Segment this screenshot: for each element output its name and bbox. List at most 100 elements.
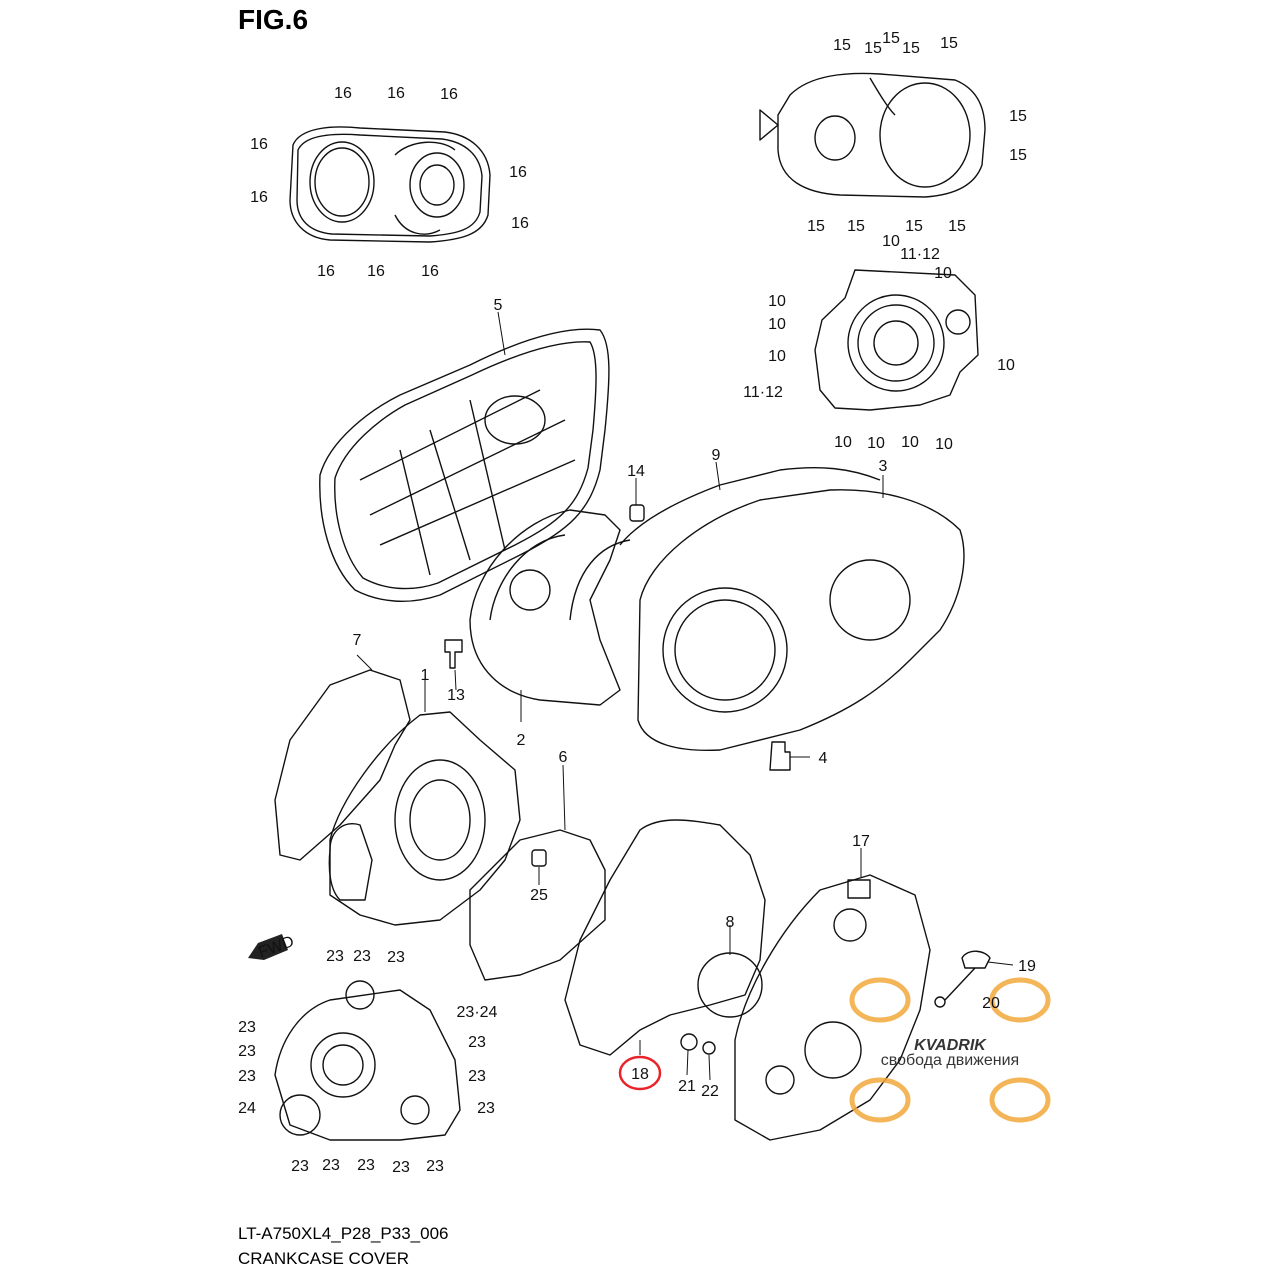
callout-5: 5: [494, 297, 503, 314]
callout-15: 15: [905, 218, 923, 235]
inner-cvt-housing: [469, 509, 621, 706]
figure-title: FIG.6: [238, 4, 309, 35]
callout-25: 25: [530, 887, 548, 904]
highlight-ellipse-18: [618, 1055, 662, 1091]
magneto-cover-outline: [814, 269, 979, 411]
callout-10: 10: [935, 436, 953, 453]
figure-name: CRANKCASE COVER: [238, 1249, 409, 1268]
watermark-tagline: свобода движения: [881, 1052, 1019, 1069]
callout-15: 15: [807, 218, 825, 235]
model-code: LT-A750XL4_P28_P33_006: [238, 1224, 449, 1243]
callout-16: 16: [511, 215, 529, 232]
callout-16: 16: [250, 189, 268, 206]
callout-15: 15: [847, 218, 865, 235]
callout-3: 3: [879, 458, 888, 475]
callout-4: 4: [819, 750, 828, 767]
callout-23: 23: [392, 1159, 410, 1176]
callout-10: 10: [768, 348, 786, 365]
right-crankcase-cover-17: [734, 874, 931, 1141]
cvt-outer-cover: [319, 328, 610, 603]
callout-23: 23: [322, 1157, 340, 1174]
dowel-pin-14: [629, 504, 645, 522]
callout-7: 7: [353, 632, 362, 649]
o-ring-22: [702, 1041, 716, 1055]
callout-15: 15: [902, 40, 920, 57]
callout-16: 16: [440, 86, 458, 103]
callout-9: 9: [712, 447, 721, 464]
callout-16: 16: [509, 164, 527, 181]
bolt-13: [444, 639, 463, 669]
watermark-wheel-tl: [849, 977, 911, 1023]
oil-dipstick-19: [944, 950, 991, 1001]
callout-10: 10: [901, 434, 919, 451]
callout-15: 15: [1009, 108, 1027, 125]
callout-8: 8: [726, 914, 735, 931]
gasket-18: [564, 819, 766, 1056]
callout-10: 10: [768, 316, 786, 333]
callout-labels: 16 16 16 16 16 16 16 16 16 16 15 15 15 1…: [238, 30, 1036, 1176]
callout-10: 10: [997, 357, 1015, 374]
generator-cover-23: [274, 980, 461, 1141]
callout-10: 10: [882, 233, 900, 250]
plug-21: [680, 1033, 698, 1051]
watermark-wheel-tr: [989, 977, 1051, 1023]
callout-21: 21: [678, 1078, 696, 1095]
callout-23: 23: [468, 1068, 486, 1085]
callout-10: 10: [867, 435, 885, 452]
callout-20: 20: [982, 995, 1000, 1012]
callout-23: 23: [238, 1043, 256, 1060]
callout-17: 17: [852, 833, 870, 850]
kvadrik-watermark: KVADRIK свобода движения: [849, 977, 1051, 1123]
callout-1: 1: [421, 667, 430, 684]
callout-16: 16: [421, 263, 439, 280]
callout-15: 15: [833, 37, 851, 54]
callout-6: 6: [559, 749, 568, 766]
callout-23: 23: [426, 1158, 444, 1175]
callout-19: 19: [1018, 958, 1036, 975]
callout-23: 23: [468, 1034, 486, 1051]
callout-15: 15: [882, 30, 900, 47]
callout-11-12: 11·12: [900, 246, 940, 263]
gasket-6: [469, 829, 606, 981]
crankcase-cover-3: [569, 467, 965, 752]
callout-2: 2: [517, 732, 526, 749]
callout-23: 23: [326, 948, 344, 965]
callout-24: 24: [238, 1100, 256, 1117]
callout-16: 16: [250, 136, 268, 153]
callout-15: 15: [940, 35, 958, 52]
callout-15: 15: [1009, 147, 1027, 164]
watermark-brand: KVADRIK: [914, 1037, 987, 1054]
callout-10: 10: [934, 265, 952, 282]
dowel-pin-25: [531, 849, 547, 867]
callout-18: 18: [631, 1066, 649, 1083]
callout-22: 22: [701, 1083, 719, 1100]
o-ring-20: [934, 996, 946, 1008]
callout-23: 23: [357, 1157, 375, 1174]
generator-cover-outline: [759, 72, 986, 198]
callout-11-12: 11·12: [743, 384, 783, 401]
watermark-wheel-bl: [849, 1077, 911, 1123]
outer-clutch-cover-outline: [289, 126, 491, 243]
clutch-cover-1: [328, 711, 521, 926]
callout-16: 16: [387, 85, 405, 102]
callout-23: 23: [353, 948, 371, 965]
callout-23: 23: [387, 949, 405, 966]
gasket-7: [274, 669, 411, 861]
callout-23: 23: [238, 1068, 256, 1085]
watermark-wheel-br: [989, 1077, 1051, 1123]
callout-23-24: 23·24: [457, 1004, 498, 1021]
callout-14: 14: [627, 463, 645, 480]
gasket-8: [697, 952, 763, 1018]
forward-arrow-label: FWD: [256, 933, 296, 961]
callout-13: 13: [447, 687, 465, 704]
callout-16: 16: [367, 263, 385, 280]
callout-15: 15: [864, 40, 882, 57]
callout-23: 23: [477, 1100, 495, 1117]
callout-15: 15: [948, 218, 966, 235]
callout-10: 10: [768, 293, 786, 310]
callout-16: 16: [334, 85, 352, 102]
forward-arrow: FWD: [248, 933, 296, 962]
bolt-4: [769, 741, 791, 771]
